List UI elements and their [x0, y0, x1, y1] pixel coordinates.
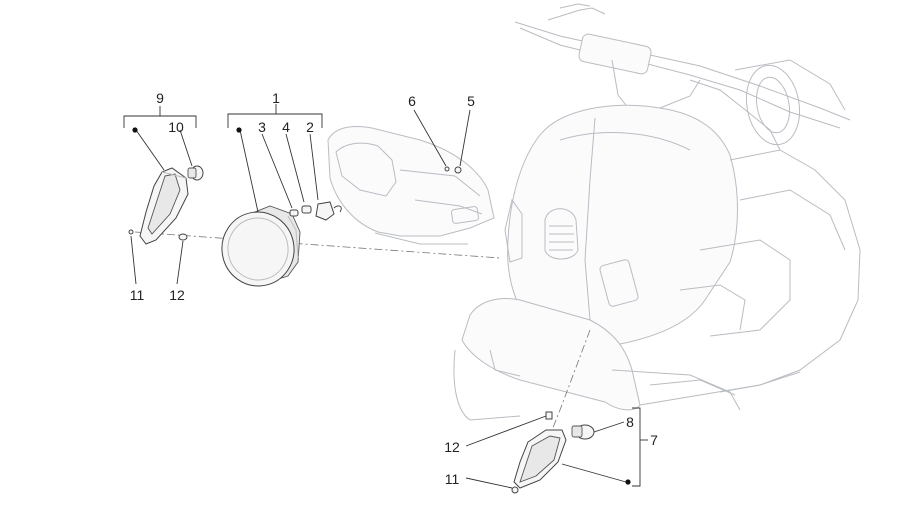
clip-6 — [444, 166, 450, 172]
callout-numbers: 9 10 1 3 4 2 6 5 11 12 12 11 8 7 — [130, 90, 658, 487]
washer-left — [178, 233, 188, 241]
callout-11-right: 11 — [445, 471, 460, 487]
callout-dot-1 — [236, 127, 242, 133]
callout-10: 10 — [168, 119, 184, 135]
indicator-bulb-right — [571, 424, 595, 440]
callout-4: 4 — [282, 119, 290, 135]
callout-9: 9 — [156, 90, 164, 106]
turn-indicator-right — [513, 429, 567, 489]
callout-5: 5 — [467, 93, 475, 109]
washer-right — [545, 411, 553, 420]
callout-dot-9 — [132, 127, 138, 133]
headlamp-unit — [221, 205, 301, 287]
headlamp-bulb — [315, 201, 342, 221]
turn-indicator-left — [139, 167, 189, 245]
callout-2: 2 — [306, 119, 314, 135]
callout-11-left: 11 — [130, 287, 145, 303]
callout-8: 8 — [626, 414, 634, 430]
callout-1: 1 — [272, 90, 280, 106]
callout-dot-7 — [625, 479, 631, 485]
headset-housing-outline — [327, 126, 495, 245]
assembly-axis-line-lower — [547, 329, 591, 441]
screw-right — [511, 486, 519, 494]
bulb-holder — [301, 205, 312, 214]
screw-5 — [454, 166, 462, 174]
leader-lines — [123, 104, 648, 489]
callout-12-right: 12 — [444, 439, 460, 455]
callout-7: 7 — [650, 432, 658, 448]
indicator-bulb-left — [187, 165, 204, 181]
callout-12-left: 12 — [169, 287, 185, 303]
callout-3: 3 — [258, 119, 266, 135]
scooter-body-outline — [453, 3, 861, 421]
callout-6: 6 — [408, 93, 416, 109]
screw-left — [128, 229, 134, 235]
assembly-axis-line — [134, 231, 501, 259]
parking-bulb — [289, 209, 299, 217]
